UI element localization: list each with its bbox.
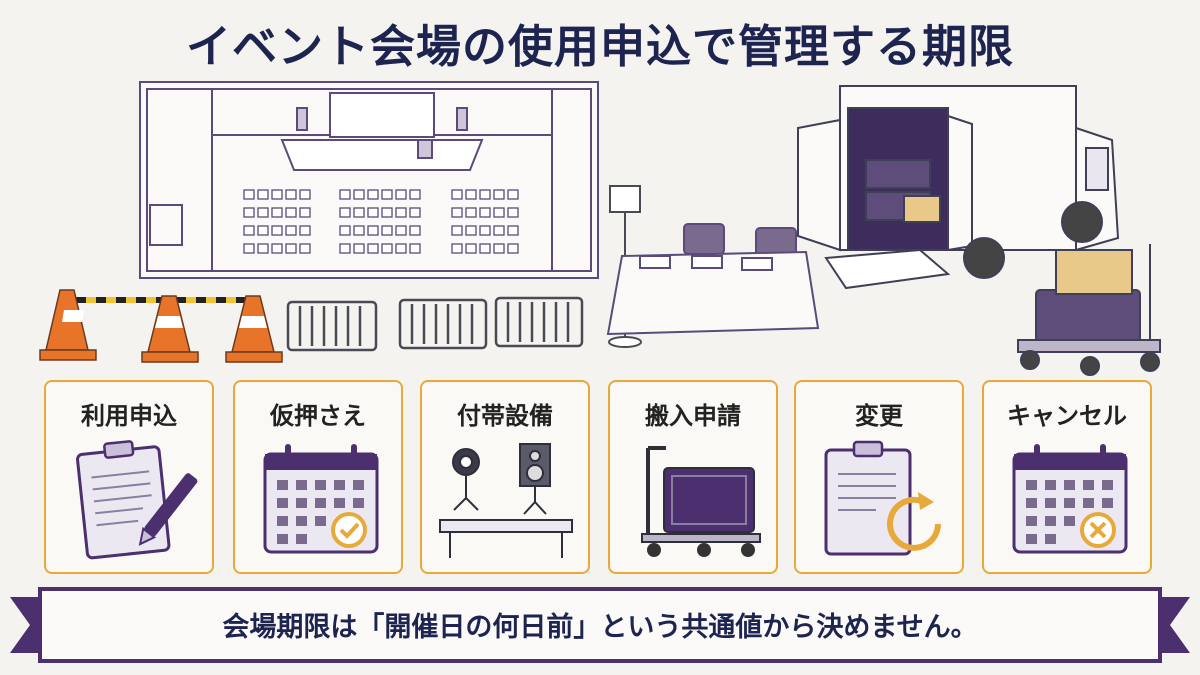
card-cancel: キャンセル xyxy=(982,380,1152,574)
page-title: イベント会場の使用申込で管理する期限 xyxy=(185,20,1014,73)
card-label: 変更 xyxy=(855,402,903,430)
card-equipment: 付帯設備 xyxy=(420,380,590,574)
cart-case-icon xyxy=(641,446,761,557)
calendar-cancel-icon xyxy=(1012,444,1128,554)
card-label: 利用申込 xyxy=(81,402,177,430)
card-label: 搬入申請 xyxy=(645,402,741,430)
floor-plan xyxy=(139,81,599,279)
card-application: 利用申込 xyxy=(44,380,214,574)
seat-grid xyxy=(243,189,519,254)
hand-cart xyxy=(1017,244,1161,376)
card-reservation: 仮押さえ xyxy=(233,380,403,574)
clipboard-pen-icon xyxy=(76,440,198,560)
crowd-barriers xyxy=(286,296,584,352)
reception-table xyxy=(606,223,820,336)
card-label: 付帯設備 xyxy=(457,402,553,430)
traffic-cones xyxy=(39,289,283,363)
clipboard-refresh-icon xyxy=(824,440,941,556)
card-label: 仮押さえ xyxy=(270,402,366,430)
card-loadin: 搬入申請 xyxy=(608,380,778,574)
venue-illustration xyxy=(39,81,1161,376)
truck xyxy=(797,85,1120,290)
card-label: キャンセル xyxy=(1007,402,1127,430)
banner-ribbon xyxy=(10,587,1190,663)
banner-text: 会場期限は「開催日の何日前」という共通値から決めません。 xyxy=(222,612,978,643)
spotlight-icon xyxy=(452,448,480,511)
equipment-icon xyxy=(439,443,573,558)
card-change: 変更 xyxy=(794,380,964,574)
calendar-check-icon xyxy=(263,444,379,554)
table-icon xyxy=(439,519,573,558)
speaker-icon xyxy=(519,443,551,515)
